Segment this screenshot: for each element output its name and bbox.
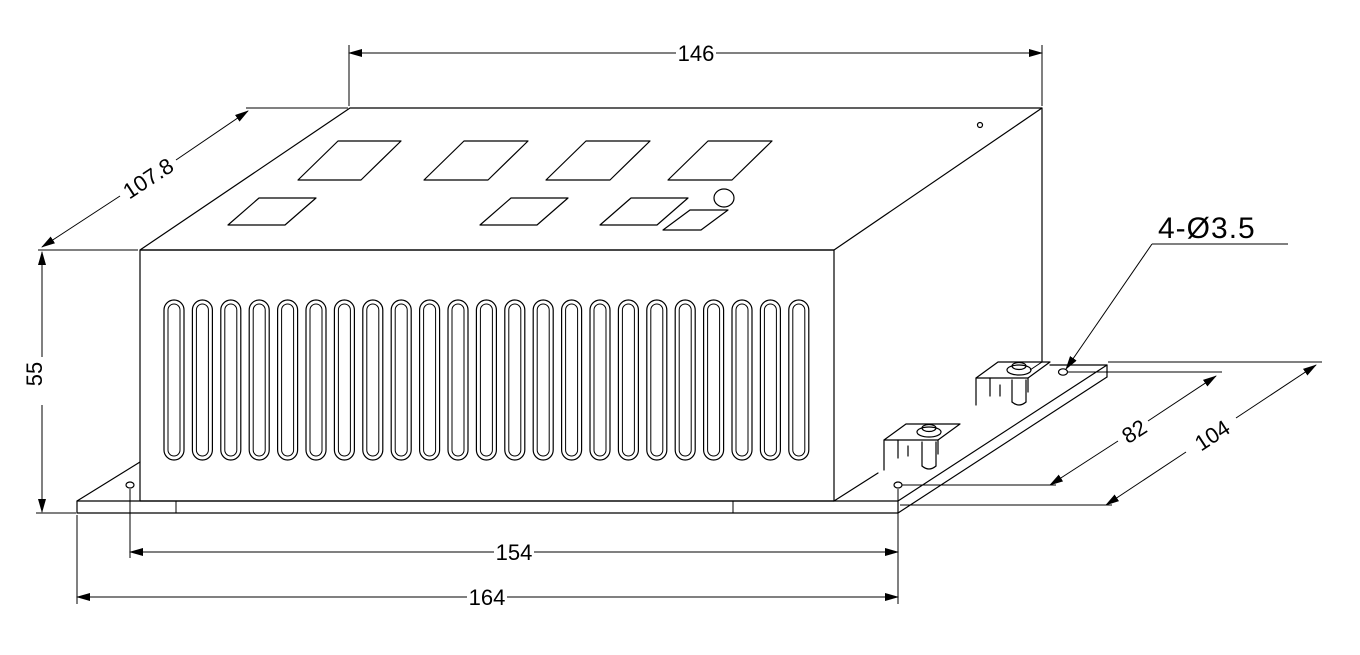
vent-slot: [702, 299, 725, 461]
vent-slot-inner: [309, 303, 323, 457]
terminal-right: [975, 361, 1051, 406]
dim-hole-spacing-length-label: 154: [496, 540, 533, 565]
front-face: [139, 249, 835, 502]
dim-hole-spacing-depth-label: 82: [1117, 414, 1151, 448]
vent-slot-inner: [565, 303, 579, 457]
enclosure-box: [139, 107, 1043, 502]
vent-slot-inner: [707, 303, 721, 457]
base-plate: [76, 364, 1108, 514]
front-vent-slots: [163, 299, 810, 461]
vent-slot-inner: [451, 303, 465, 457]
dim-depth-label: 107.8: [118, 153, 178, 204]
vent-slot: [504, 299, 526, 461]
vent-slot: [419, 299, 441, 461]
vent-slot: [731, 299, 753, 461]
vent-slot: [589, 299, 611, 461]
terminal-left: [883, 423, 961, 471]
dim-height-label: 55: [22, 362, 47, 386]
vent-slot: [362, 299, 384, 461]
vent-slot-inner: [366, 303, 380, 457]
vent-slot: [277, 299, 299, 461]
top-small-dot: [976, 121, 984, 129]
vent-slot-inner: [281, 303, 295, 457]
top-vents: [227, 140, 773, 231]
vent-slot-inner: [224, 303, 238, 457]
base-plate-front: [76, 500, 899, 514]
vent-slot: [646, 299, 668, 461]
vent-slot-inner: [678, 303, 692, 457]
vent-slot: [390, 299, 412, 461]
vent-slot: [617, 299, 640, 461]
dim-hole-spacing-depth: 82: [902, 371, 1222, 486]
vent-slot: [220, 299, 242, 461]
vent-slot: [191, 299, 213, 461]
vent-slot: [674, 299, 696, 461]
dim-base-depth-label: 104: [1190, 415, 1234, 456]
dim-top-length: 146: [348, 41, 1043, 106]
top-circle-knob: [713, 188, 735, 208]
dim-base-depth: 104: [900, 361, 1322, 506]
vent-slot: [447, 299, 469, 461]
vent-slot-inner: [479, 303, 493, 457]
vent-slot: [475, 299, 497, 461]
vent-slot-inner: [423, 303, 437, 457]
vent-slot: [305, 299, 327, 461]
vent-slot-inner: [508, 303, 522, 457]
vent-slot: [788, 299, 810, 461]
vent-slot-inner: [593, 303, 607, 457]
hole-callout: 4-Ø3.5: [1065, 212, 1288, 370]
mount-hole-back-right: [1057, 368, 1069, 376]
vent-slot-inner: [195, 303, 209, 457]
top-face: [139, 107, 1043, 251]
vent-slot-inner: [735, 303, 749, 457]
dim-base-length-label: 164: [469, 585, 506, 610]
vent-slot-inner: [650, 303, 664, 457]
vent-slot-inner: [621, 303, 635, 457]
vent-slot-inner: [167, 303, 181, 457]
vent-slot-inner: [252, 303, 266, 457]
vent-slot-inner: [792, 303, 806, 457]
dim-depth: 107.8: [38, 107, 348, 251]
vent-slot-inner: [394, 303, 408, 457]
vent-slot: [163, 299, 185, 461]
dim-top-length-label: 146: [678, 41, 715, 66]
vent-slot: [532, 299, 554, 461]
dim-height: 55: [22, 251, 76, 514]
vent-slot: [248, 299, 270, 461]
vent-slot-inner: [763, 303, 777, 457]
vent-slot: [560, 299, 583, 461]
mount-hole-front-left: [125, 481, 135, 489]
vent-slot: [759, 299, 782, 461]
dim-hole-spacing-length: 154: [129, 489, 899, 565]
vent-slot: [333, 299, 355, 461]
mount-hole-front-right: [893, 481, 903, 489]
dim-base-length: 164: [76, 515, 899, 610]
vent-slot-inner: [337, 303, 351, 457]
vent-slot-inner: [536, 303, 550, 457]
hole-callout-label: 4-Ø3.5: [1158, 212, 1256, 245]
